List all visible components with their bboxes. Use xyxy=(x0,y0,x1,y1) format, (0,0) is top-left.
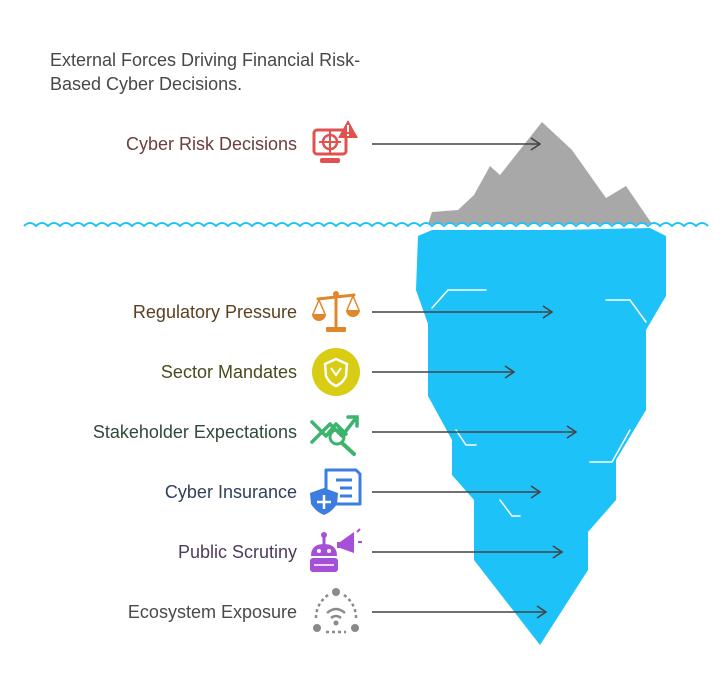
item-row: Public Scrutiny xyxy=(178,528,564,572)
item-row: Stakeholder Expectations xyxy=(93,415,578,456)
item-label: Ecosystem Exposure xyxy=(128,602,297,622)
item-row: Regulatory Pressure xyxy=(133,291,554,332)
item-row: Ecosystem Exposure xyxy=(128,588,548,634)
item-label: Cyber Insurance xyxy=(165,482,297,502)
item-row: Cyber Insurance xyxy=(165,468,542,515)
item-label: Regulatory Pressure xyxy=(133,302,297,322)
item-label: Cyber Risk Decisions xyxy=(126,134,297,154)
item-row: Cyber Risk Decisions xyxy=(126,120,542,163)
arrow xyxy=(372,605,548,619)
diagram-title: External Forces Driving Financial Risk-B… xyxy=(50,50,361,94)
arrow xyxy=(372,485,542,499)
arrow xyxy=(372,425,578,439)
arrow xyxy=(372,137,542,151)
arrow xyxy=(372,365,516,379)
iceberg-tip xyxy=(428,122,652,224)
trend-magnifier-icon xyxy=(310,415,359,456)
cyber-risk-target-icon xyxy=(312,120,358,163)
iceberg-body xyxy=(416,228,666,645)
arrow xyxy=(372,305,554,319)
network-signal-icon xyxy=(313,588,359,634)
item-label: Public Scrutiny xyxy=(178,542,297,562)
scales-icon xyxy=(312,291,360,332)
item-label: Sector Mandates xyxy=(161,362,297,382)
arrow xyxy=(372,545,564,559)
insurance-document-icon xyxy=(310,468,362,515)
robot-megaphone-icon xyxy=(310,528,362,572)
ice-highlights xyxy=(431,289,647,517)
water-line xyxy=(23,222,709,228)
item-row: Sector Mandates xyxy=(161,348,516,396)
item-label: Stakeholder Expectations xyxy=(93,422,297,442)
shield-badge-icon xyxy=(312,348,360,396)
